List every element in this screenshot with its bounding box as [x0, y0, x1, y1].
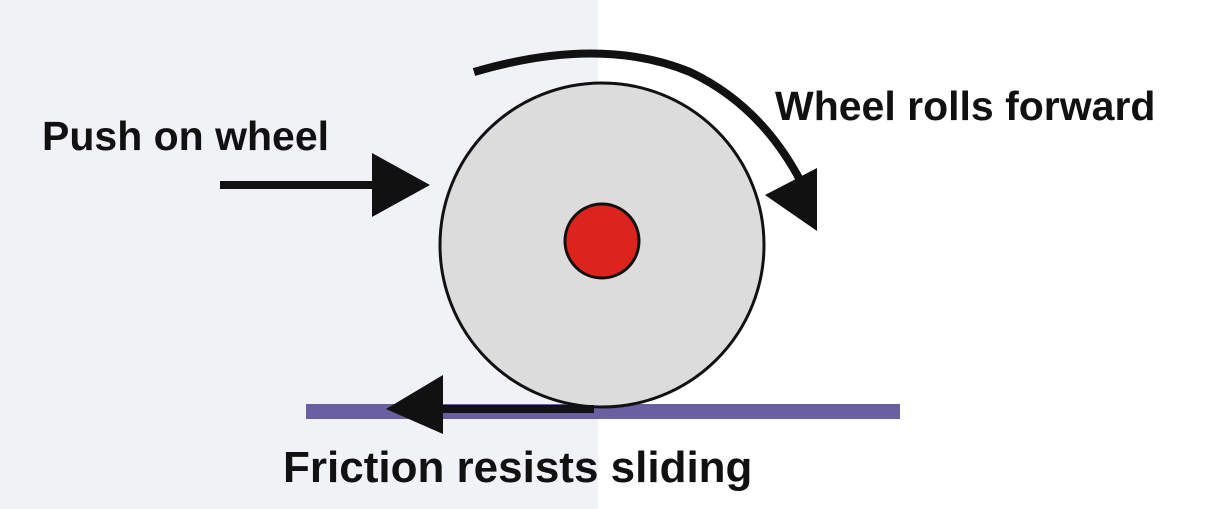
rotation-arrow [472, 49, 817, 231]
rolls-label: Wheel rolls forward [775, 83, 1155, 129]
friction-label: Friction resists sliding [283, 443, 752, 492]
wheel-hub [563, 202, 641, 280]
push-arrow [220, 153, 430, 217]
friction-arrow [386, 375, 594, 434]
push-label: Push on wheel [42, 113, 329, 159]
